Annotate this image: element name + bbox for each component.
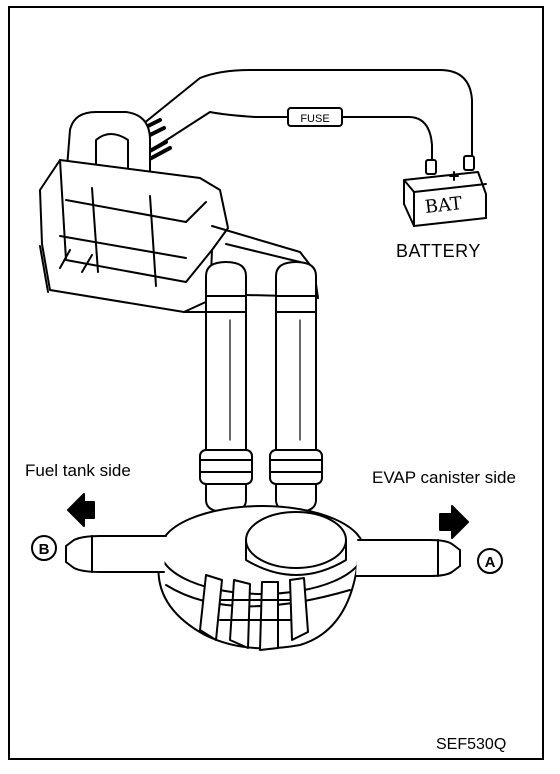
figure-code: SEF530Q	[436, 736, 507, 753]
evap-canister-side-label: EVAP canister side	[372, 468, 516, 487]
port-b-circle	[31, 535, 57, 561]
pipe-a	[355, 539, 461, 577]
port-a-circle	[477, 548, 503, 574]
battery-label: BATTERY	[396, 241, 481, 261]
battery-text: BAT	[424, 193, 463, 218]
fuse-label: FUSE	[300, 113, 329, 125]
vacuum-hoses	[199, 261, 323, 513]
port-a-label: A	[485, 554, 496, 571]
fuse	[287, 107, 343, 127]
arrow-left-icon	[67, 493, 95, 527]
vent-valve-body	[157, 505, 365, 651]
battery-icon	[403, 155, 487, 227]
figure-frame	[8, 6, 544, 760]
port-b-label: B	[39, 541, 50, 558]
fuel-tank-side-label: Fuel tank side	[25, 461, 131, 480]
arrow-right-icon	[439, 505, 469, 539]
pipe-b	[65, 535, 167, 573]
